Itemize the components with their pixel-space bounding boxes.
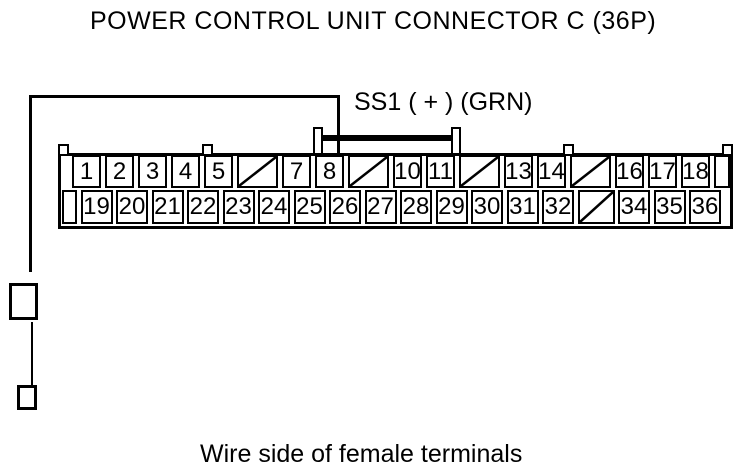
shell-step-right xyxy=(722,144,733,156)
shell-tab-2 xyxy=(563,144,574,156)
bottom-row-spacer xyxy=(62,190,77,224)
blocked-cavity xyxy=(237,155,278,188)
latch-post-left xyxy=(313,127,323,155)
blocked-cavity xyxy=(459,155,500,188)
pin-cell-7: 7 xyxy=(282,155,311,188)
inline-connector-symbol-lower xyxy=(17,385,37,410)
blocked-cavity xyxy=(577,190,615,224)
pin-cell-13: 13 xyxy=(504,155,533,188)
pin-cell-27: 27 xyxy=(364,190,397,224)
wire-left-vertical-segment xyxy=(29,95,32,272)
shell-tab-1 xyxy=(202,144,213,156)
latch-post-right xyxy=(451,127,461,155)
pin-cell-28: 28 xyxy=(400,190,432,224)
pin-cell-31: 31 xyxy=(506,190,539,224)
pin-cell-32: 32 xyxy=(542,190,574,224)
blocked-slash-icon xyxy=(461,157,498,186)
shell-step-left xyxy=(58,144,69,156)
blocked-slash-icon xyxy=(239,157,276,186)
pin-cell-18: 18 xyxy=(681,155,710,188)
pin-cell-23: 23 xyxy=(222,190,255,224)
pin-cell-30: 30 xyxy=(471,190,503,224)
pin-cell-19: 19 xyxy=(80,190,113,224)
pin-cell-14: 14 xyxy=(537,155,566,188)
wire-horizontal-segment xyxy=(29,95,340,98)
pin-cell-20: 20 xyxy=(116,190,148,224)
pin-cell-35: 35 xyxy=(653,190,686,224)
wire-lower-segment xyxy=(31,322,33,385)
pin-cell-16: 16 xyxy=(615,155,644,188)
blocked-slash-icon xyxy=(350,157,387,186)
pin-cell-2: 2 xyxy=(105,155,134,188)
pin-cell-34: 34 xyxy=(618,190,650,224)
pin-cell-3: 3 xyxy=(138,155,167,188)
diagram-title: POWER CONTROL UNIT CONNECTOR C (36P) xyxy=(90,7,657,35)
pin-cell-4: 4 xyxy=(171,155,200,188)
pin-cell-22: 22 xyxy=(187,190,219,224)
pin-cell-26: 26 xyxy=(329,190,361,224)
pin-cell-11: 11 xyxy=(426,155,455,188)
pin-cell-36: 36 xyxy=(689,190,721,224)
blocked-cavity xyxy=(570,155,611,188)
pin-cell-1: 1 xyxy=(72,155,101,188)
pin-cell-25: 25 xyxy=(293,190,326,224)
caption: Wire side of female terminals xyxy=(200,440,523,468)
pin-cell-10: 10 xyxy=(393,155,422,188)
wire-label: SS1 ( + ) (GRN) xyxy=(354,88,533,116)
pin-cell-17: 17 xyxy=(648,155,677,188)
pin-cell-21: 21 xyxy=(151,190,184,224)
wire-pin8-vertical-segment xyxy=(337,95,340,156)
blocked-slash-icon xyxy=(580,192,613,222)
latch-bar xyxy=(321,135,453,141)
pin-cell-24: 24 xyxy=(258,190,290,224)
pin-cell-8: 8 xyxy=(315,155,344,188)
blocked-slash-icon xyxy=(572,157,609,186)
inline-connector-symbol-upper xyxy=(9,283,38,320)
top-row-spacer xyxy=(714,155,730,188)
pin-cell-5: 5 xyxy=(204,155,233,188)
pin-cell-29: 29 xyxy=(435,190,468,224)
blocked-cavity xyxy=(348,155,389,188)
